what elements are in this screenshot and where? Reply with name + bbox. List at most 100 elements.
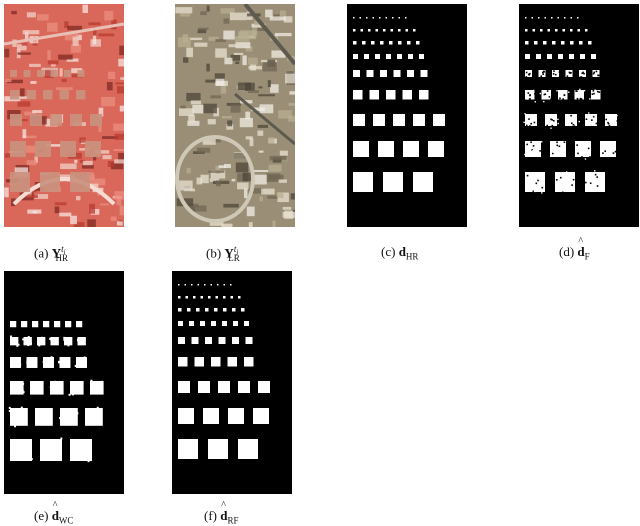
building-block [71,68,83,73]
change-square [398,41,402,45]
noise-speck [554,73,557,76]
building-block [197,147,211,153]
edge-bump [44,408,47,411]
change-square [373,114,385,126]
change-square [592,70,600,77]
change-square [413,114,425,126]
building-block [224,57,233,65]
change-square [244,357,254,367]
building-block [26,160,37,166]
change-square [362,41,366,45]
building-block [265,9,273,18]
noise-speck [604,150,607,152]
change-square [407,41,411,45]
noise-speck [533,121,536,124]
change-square [258,381,270,393]
edge-bump [43,364,46,367]
change-square [565,70,573,77]
change-square [50,381,64,395]
change-patch [70,114,82,126]
change-square [228,408,244,424]
building-block [89,203,96,214]
noise-speck [616,114,618,117]
change-map-c [347,4,467,227]
noise-speck [568,91,570,93]
noise-speck [563,94,566,97]
noise-speck [562,148,565,151]
change-patch [90,114,102,126]
building-block [116,86,124,94]
change-square [222,321,227,326]
noise-speck [596,90,599,93]
building-block [207,119,216,125]
building-block [218,165,226,169]
edge-bump [20,406,23,409]
noise-speck [557,118,559,121]
building-block [235,162,249,173]
change-square [552,41,556,45]
edge-bump [76,412,79,415]
change-patch [10,90,20,100]
caption-e: (e) dWC [34,500,73,526]
change-square [178,439,198,459]
building-block [189,203,199,208]
building-block [47,22,58,32]
change-square [353,141,369,157]
noise-speck [524,153,526,156]
change-square [366,17,368,19]
noise-speck [578,146,580,148]
building-block [221,223,233,227]
change-square [353,54,358,59]
building-block [215,48,227,58]
building-block [16,44,27,51]
noise-speck [602,152,604,154]
building-block [26,145,36,153]
building-block [277,192,289,203]
change-square [178,296,181,299]
caption-f-symbol: d [220,500,227,524]
building-block [45,144,62,147]
building-block [26,12,36,18]
change-square [43,321,50,328]
change-square [402,90,412,100]
change-patch [37,70,44,77]
building-block [223,203,239,208]
building-block [242,55,247,66]
noise-speck [559,97,561,100]
building-block [258,86,263,89]
building-block [252,169,269,172]
building-block [268,164,282,172]
noise-speck [525,124,528,127]
noise-speck [533,190,536,193]
change-square [385,17,387,19]
change-square [379,17,381,19]
noise-speck [609,150,611,152]
building-block [119,205,124,216]
change-square [178,381,190,393]
change-square [419,54,424,59]
building-block [110,216,117,222]
change-square [210,284,212,286]
noise-speck [543,93,546,96]
edge-bump [17,343,20,346]
building-block [226,124,234,130]
change-square [570,41,574,45]
building-block [116,221,123,226]
edge-bump [68,393,71,396]
noise-speck [579,97,582,100]
building-block [210,170,226,179]
noise-speck [529,97,531,100]
change-square [178,357,188,367]
caption-b-letter: (b) [206,245,222,261]
building-block [269,16,286,21]
change-square [59,357,71,368]
change-square [353,29,356,32]
building-block [107,71,116,80]
building-block [230,104,241,113]
edge-bump [85,442,88,445]
change-patch [26,90,36,100]
change-patch [77,70,85,77]
noise-speck [576,97,579,100]
edge-bump [30,458,33,461]
change-square [551,17,553,19]
